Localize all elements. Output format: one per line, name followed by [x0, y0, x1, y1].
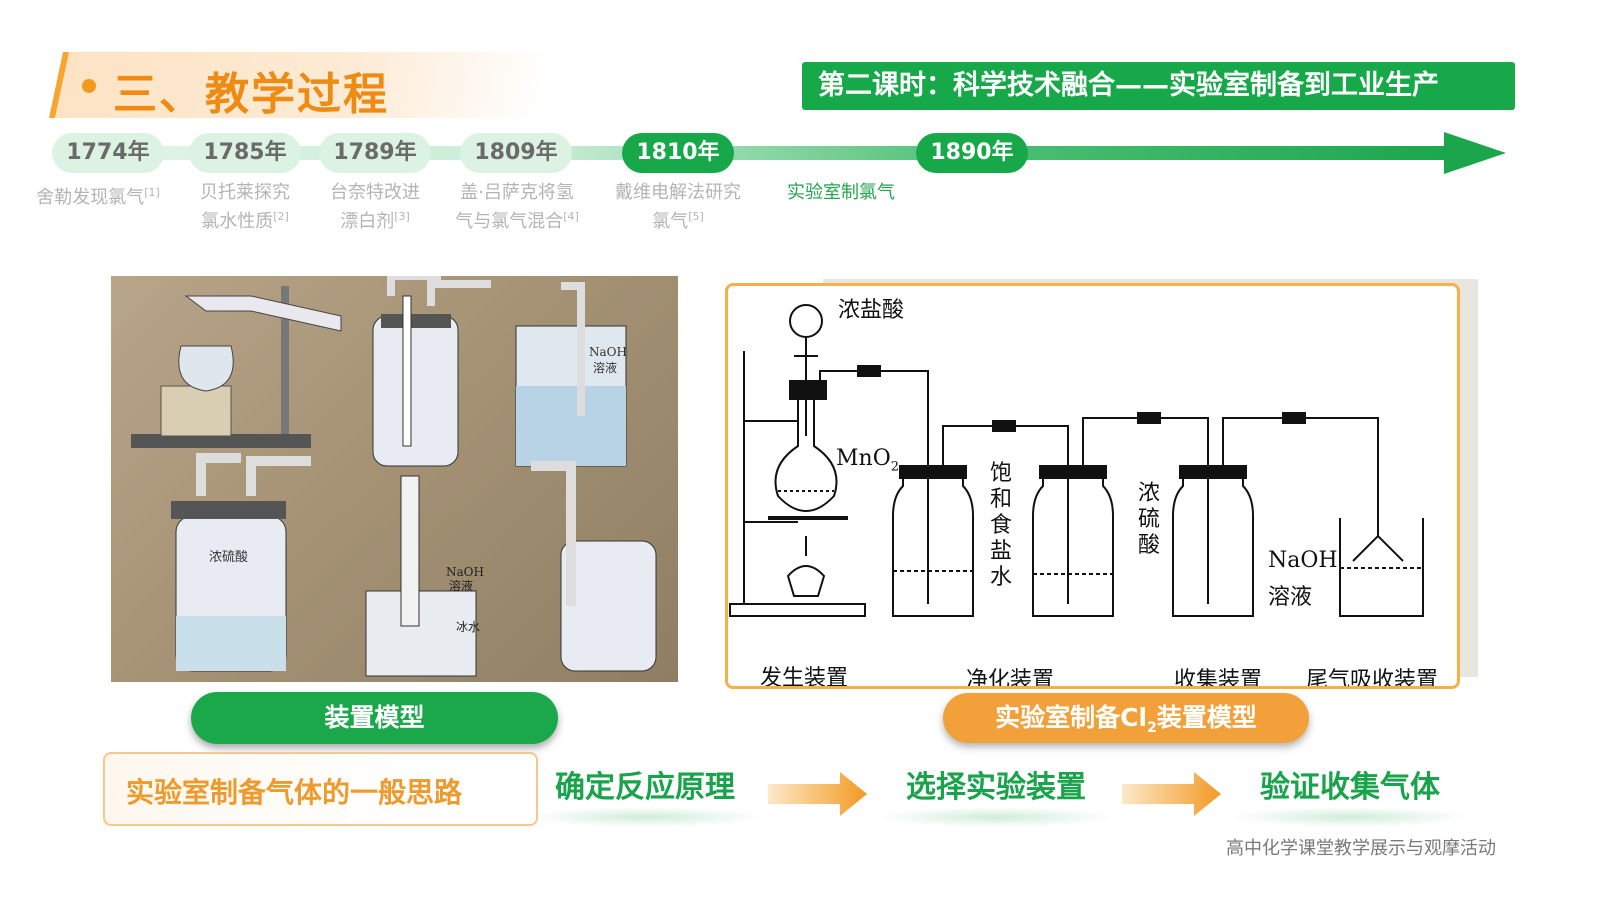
timeline-label: 戴维电解法研究 氯气[5] [615, 182, 741, 232]
timeline-label: 台奈特改进 漂白剂[3] [330, 182, 420, 232]
photo-label: NaOH [446, 565, 484, 579]
diagram-label: 浓硫酸 [1138, 481, 1161, 558]
timeline-year: 1774年 [52, 133, 164, 173]
diagram-label: 净化装置 [966, 668, 1055, 689]
photo-label: 溶液 [593, 360, 617, 375]
photo-label: 冰水 [456, 620, 480, 634]
diagram-label: 溶液 [1268, 585, 1313, 610]
flow-arrow-icon [768, 772, 867, 816]
apparatus-schematic [729, 304, 1424, 617]
timeline-year: 1890年 [916, 133, 1028, 173]
step-verify-collect: 验证收集气体 [1260, 770, 1440, 805]
diagram-label: 浓盐酸 [838, 298, 905, 323]
diagram-label: 收集装置 [1174, 668, 1263, 689]
step-glow [525, 807, 765, 827]
timeline-year: 1785年 [189, 133, 301, 173]
photo-label: 浓硫酸 [209, 550, 248, 565]
chlorine-apparatus-diagram: 浓盐酸 MnO2 饱和食盐水 浓硫酸 NaOH 溶液 发生装置 净化装置 收集装… [725, 283, 1460, 689]
footer-text: 高中化学课堂教学展示与观摩活动 [1226, 838, 1496, 859]
photo-label: 溶液 [449, 578, 473, 593]
timeline-year: 1810年 [622, 133, 734, 173]
bullet-dot-icon [82, 79, 96, 93]
section-title: 三、教学过程 [113, 69, 389, 120]
diagram-label: 饱和食盐水 [990, 461, 1013, 590]
lesson-title: 第二课时：科学技术融合——实验室制备到工业生产 [802, 62, 1515, 110]
timeline-label: 贝托莱探究 氯水性质[2] [200, 182, 290, 232]
diagram-label: 发生装置 [760, 666, 849, 689]
caption-chlorine-apparatus: 实验室制备Cl2装置模型 [943, 693, 1309, 743]
approach-box [103, 752, 538, 826]
step-glow [876, 807, 1116, 827]
timeline-label: 舍勒发现氯气[1] [36, 186, 160, 208]
timeline-year: 1789年 [319, 133, 431, 173]
step-select-apparatus: 选择实验装置 [906, 770, 1086, 805]
step-reaction-principle: 确定反应原理 [555, 770, 735, 805]
apparatus-model-photo: NaOH 溶液 浓硫酸 NaOH 溶液 冰水 [111, 276, 678, 682]
apparatus-model-drawing: NaOH 溶液 浓硫酸 NaOH 溶液 冰水 [131, 276, 657, 677]
approach-title: 实验室制备气体的一般思路 [126, 776, 463, 809]
flow-arrow-icon [1122, 772, 1221, 816]
step-glow [1230, 807, 1470, 827]
photo-label: NaOH [589, 345, 627, 359]
caption-apparatus-model: 装置模型 [191, 692, 558, 744]
diagram-label: MnO2 [836, 446, 900, 475]
timeline-label: 实验室制氯气 [787, 182, 895, 203]
timeline-label: 盖·吕萨克将氢 气与氯气混合[4] [455, 182, 579, 232]
timeline-arrow-icon [1444, 132, 1506, 174]
diagram-label: 尾气吸收装置 [1306, 668, 1439, 689]
diagram-label: NaOH [1268, 548, 1338, 573]
timeline-year: 1809年 [460, 133, 572, 173]
